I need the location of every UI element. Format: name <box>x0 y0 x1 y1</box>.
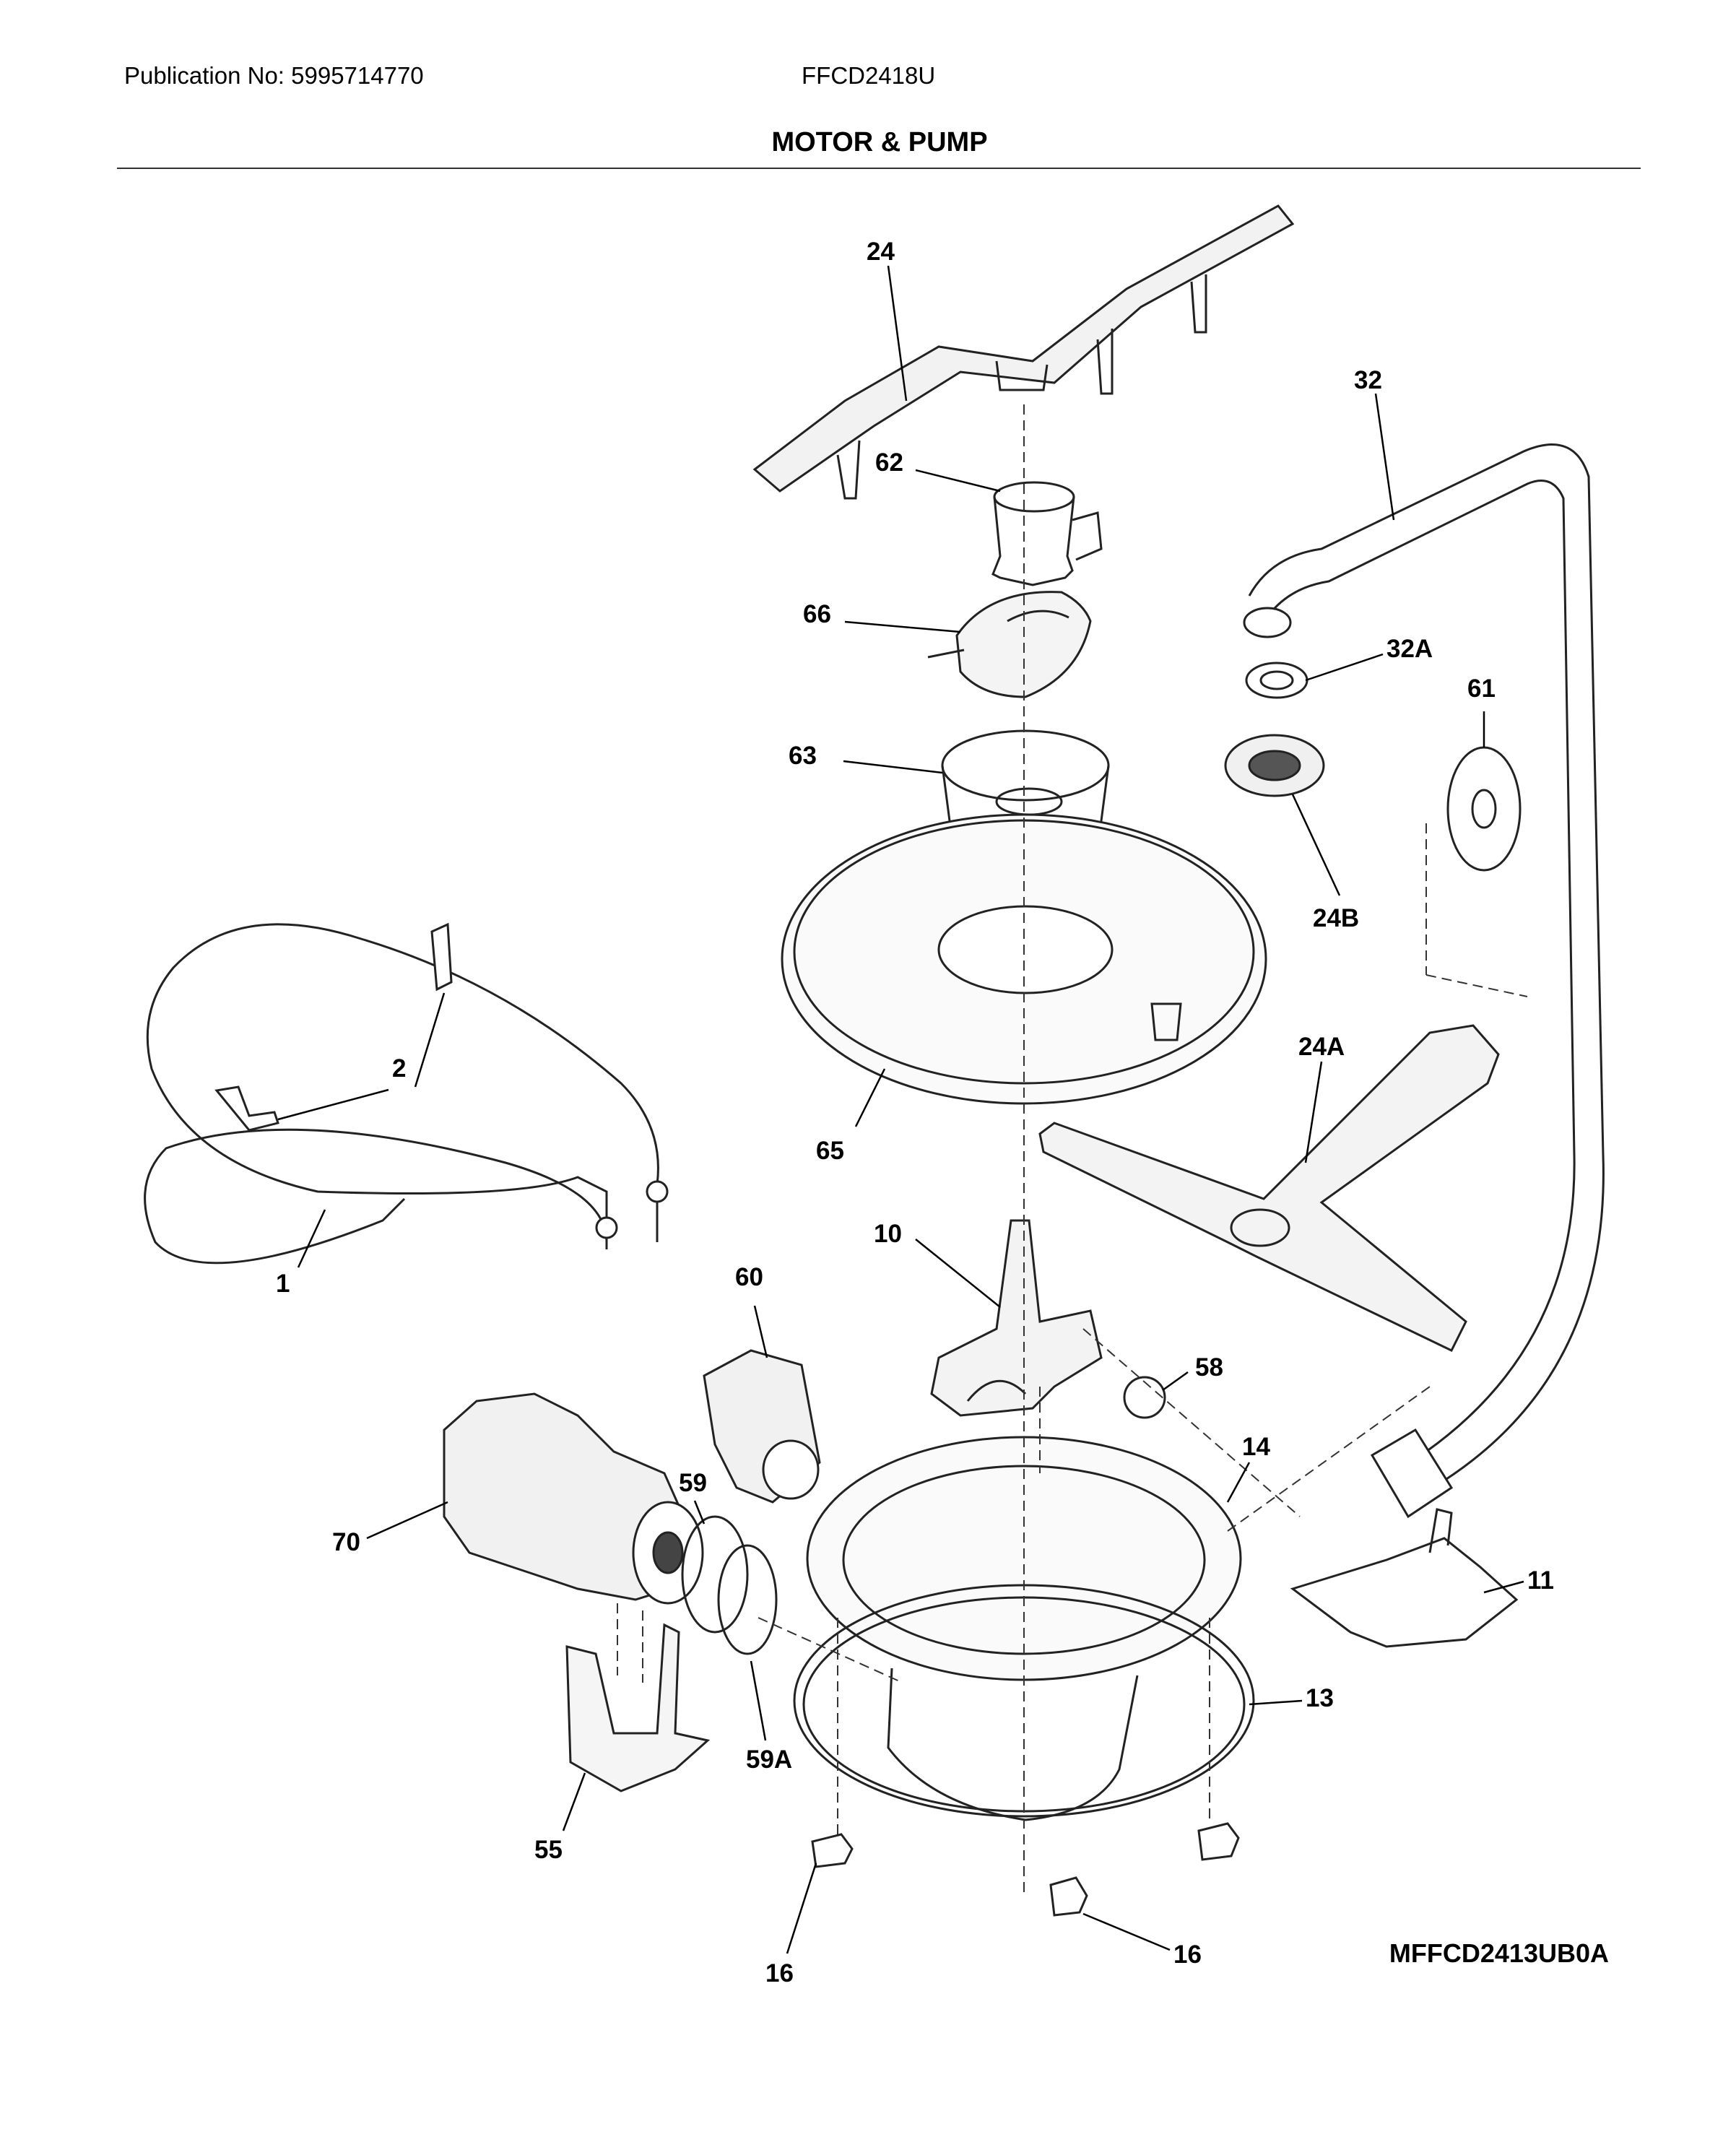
model-number: FFCD2418U <box>802 62 936 89</box>
filter-cap-part <box>927 591 1092 698</box>
leveling-foot-part <box>1049 1876 1088 1917</box>
tube-gasket-part <box>1446 746 1522 872</box>
part-label-58: 58 <box>1195 1353 1223 1382</box>
check-ball-part <box>1123 1376 1166 1419</box>
part-label-63: 63 <box>789 742 817 770</box>
pump-motor-part <box>443 1392 704 1605</box>
part-label-70: 70 <box>332 1528 360 1556</box>
leveling-foot-part <box>811 1833 854 1868</box>
heater-shield-part <box>1290 1508 1519 1648</box>
part-label-60: 60 <box>735 1263 763 1291</box>
heating-element-part <box>144 923 669 1265</box>
part-label-2: 2 <box>392 1054 406 1083</box>
supply-tube-part <box>1243 443 1605 1519</box>
motor-seal-part <box>681 1515 749 1634</box>
motor-bracket-part <box>565 1623 711 1792</box>
motor-seal-ring-part <box>717 1544 778 1655</box>
part-label-24b: 24B <box>1313 904 1359 932</box>
part-label-10: 10 <box>874 1220 902 1248</box>
part-label-24: 24 <box>867 238 895 266</box>
section-title: MOTOR & PUMP <box>771 127 988 157</box>
part-label-24a: 24A <box>1298 1033 1345 1061</box>
part-label-13: 13 <box>1306 1684 1334 1712</box>
part-label-11: 11 <box>1527 1566 1554 1595</box>
alignment-lines <box>617 404 1528 1892</box>
spray-arm-nut-part <box>1224 734 1325 797</box>
part-label-59a: 59A <box>746 1746 792 1774</box>
diverter-housing-part <box>930 1219 1103 1417</box>
part-label-65: 65 <box>816 1137 844 1165</box>
upper-spray-arm-part <box>752 204 1295 500</box>
part-label-32: 32 <box>1354 366 1382 394</box>
part-label-66: 66 <box>803 600 831 628</box>
leveling-foot-part <box>1197 1822 1240 1861</box>
part-label-16: 16 <box>1173 1941 1202 1969</box>
leader-lines <box>277 265 1524 1954</box>
header-rule <box>117 168 1641 169</box>
publication-number: Publication No: 5995714770 <box>124 62 424 89</box>
part-label-59: 59 <box>679 1469 707 1497</box>
lower-spray-arm-part <box>1038 1024 1500 1352</box>
part-label-61: 61 <box>1467 675 1496 703</box>
pressure-switch-part <box>703 1349 821 1504</box>
part-label-62: 62 <box>875 448 903 477</box>
part-label-55: 55 <box>534 1836 563 1864</box>
part-label-32a: 32A <box>1386 635 1433 663</box>
element-bracket-part <box>214 922 453 1132</box>
part-label-16: 16 <box>765 1959 794 1987</box>
seal-ring-part <box>1245 662 1308 699</box>
diagram-code: MFFCD2413UB0A <box>1389 1938 1609 1968</box>
spray-arm-mount-part <box>991 481 1103 586</box>
part-label-1: 1 <box>276 1270 290 1298</box>
part-label-14: 14 <box>1242 1433 1270 1461</box>
